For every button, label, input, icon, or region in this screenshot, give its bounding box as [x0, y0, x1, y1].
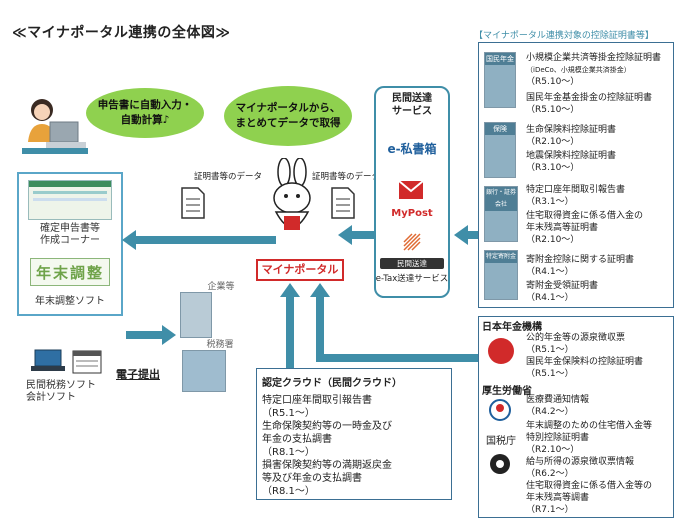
pension-building-icon: 国民年金	[484, 52, 516, 108]
ledger-icon	[72, 350, 102, 374]
cloud-item-0: 特定口座年間取引報告書 （R5.1～）	[262, 395, 372, 419]
org3-item-1: 給与所得の源泉徴収票情報 （R6.2～）	[526, 457, 635, 479]
cert-item-1: 国民年金基金掛金の控除証明書 （R5.10～）	[526, 93, 653, 115]
shinkoku-screen	[28, 180, 112, 220]
cloud-item-2: 損害保険契約等の満期返戻金 等及び年金の支払調書 （R8.1～）	[262, 460, 392, 497]
etax-service-label: e-Tax送達サービス	[375, 274, 449, 284]
org3-title: 国税庁	[486, 436, 516, 447]
laptop-icon	[30, 348, 66, 374]
tax-office-label: 税務署	[206, 340, 234, 350]
cert-header: 【マイナポータル連携対象の控除証明書等】	[474, 31, 654, 41]
tax-office-building-icon	[182, 350, 226, 392]
e-shishobako-logo: e-私書箱	[387, 142, 437, 156]
bank-building-icon: 銀行・証券会社	[484, 186, 518, 242]
arrow-cert-to-private	[466, 231, 478, 239]
cert-item-7: 寄附金受領証明書 （R4.1～）	[526, 281, 599, 303]
mypost-label: MyPost	[391, 208, 433, 219]
etax-logo-icon	[402, 232, 422, 252]
arrow-head-left-3	[454, 225, 468, 245]
cloud-item-1: 生命保険契約等の一時金及び 年金の支払調書 （R8.1～）	[262, 421, 392, 458]
document-right-label: 証明書等のデータ	[312, 172, 381, 182]
etax-sublabel: 民間送達	[380, 258, 444, 269]
arrow-head-up-1	[310, 283, 330, 297]
cert-item-6: 寄附金控除に関する証明書 （R4.1～）	[526, 255, 635, 277]
mhlw-logo-icon	[488, 398, 512, 422]
cloud-panel	[256, 368, 452, 500]
pension-logo-icon	[488, 338, 514, 364]
fetch-data-bubble: マイナポータルから、 まとめてデータで取得	[224, 86, 352, 146]
arrow-to-software	[136, 236, 276, 244]
org1-item-1: 国民年金保険料の控除証明書 （R5.1～）	[526, 357, 644, 379]
document-left-icon	[180, 186, 206, 220]
org2-item-0: 医療費通知情報 （R4.2～）	[526, 395, 590, 417]
mynaportal-button[interactable]: マイナポータル	[256, 259, 344, 281]
page-title: ≪マイナポータル連携の全体図≫	[12, 25, 231, 41]
company-label: 企業等	[207, 282, 235, 292]
arrow-agencies-vertical	[316, 296, 324, 362]
document-right-icon	[330, 186, 356, 220]
org1-title: 日本年金機構	[482, 322, 542, 333]
org1-item-0: 公的年金等の源泉徴収票 （R5.1～）	[526, 333, 626, 355]
arrow-head-right	[162, 325, 176, 345]
arrow-to-buildings	[126, 331, 164, 339]
private-software-label: 民間税務ソフト 会計ソフト	[26, 380, 96, 403]
arrow-cloud-vertical	[286, 296, 294, 368]
nta-logo-icon	[488, 452, 512, 476]
arrow-head-left-2	[338, 225, 352, 245]
arrow-head-up-2	[280, 283, 300, 297]
arrow-head-left	[122, 230, 136, 250]
mypost-icon	[398, 180, 424, 200]
donation-building-icon: 特定寄附金	[484, 250, 518, 300]
org3-item-0: 年末調整のための住宅借入金等 特別控除証明書 （R2.10～）	[526, 421, 653, 455]
mynaportal-mascot-icon	[262, 157, 322, 244]
cert-item-2: 生命保険料控除証明書 （R2.10～）	[526, 125, 617, 147]
cert-item-5: 住宅取得資金に係る借入金の 年末残高等証明書 （R2.10～）	[526, 211, 644, 245]
auto-input-bubble: 申告書に自動入力・ 自動計算♪	[86, 88, 204, 138]
arrow-private-to-portal	[350, 231, 374, 239]
cert-item-3: 地震保険料控除証明書 （R3.10～）	[526, 151, 617, 173]
document-left-label: 証明書等のデータ	[194, 172, 263, 182]
nencho-logo: 年末調整	[30, 258, 110, 286]
cert-item-4: 特定口座年間取引報告書 （R3.1～）	[526, 185, 626, 207]
nencho-soft-label: 年末調整ソフト	[35, 296, 105, 307]
cert-item-0: 小規模企業共済等掛金控除証明書 （iDeCo、小規模企業共済掛金） （R5.10…	[526, 53, 662, 87]
person-illustration	[20, 92, 90, 156]
private-delivery-title: 民間送達 サービス	[392, 93, 432, 117]
e-submit-label: 電子提出	[116, 368, 160, 381]
org3-item-2: 住宅取得資金に係る借入金等の 年末残高等調書 （R7.1～）	[526, 481, 653, 515]
cloud-title: 認定クラウド（民間クラウド）	[262, 378, 402, 389]
company-building-icon	[180, 292, 212, 338]
org2-title: 厚生労働省	[482, 386, 532, 397]
shinkoku-label: 確定申告書等 作成コーナー	[40, 223, 100, 246]
arrow-agencies-horizontal	[316, 354, 478, 362]
insurance-building-icon: 保険	[484, 122, 516, 178]
